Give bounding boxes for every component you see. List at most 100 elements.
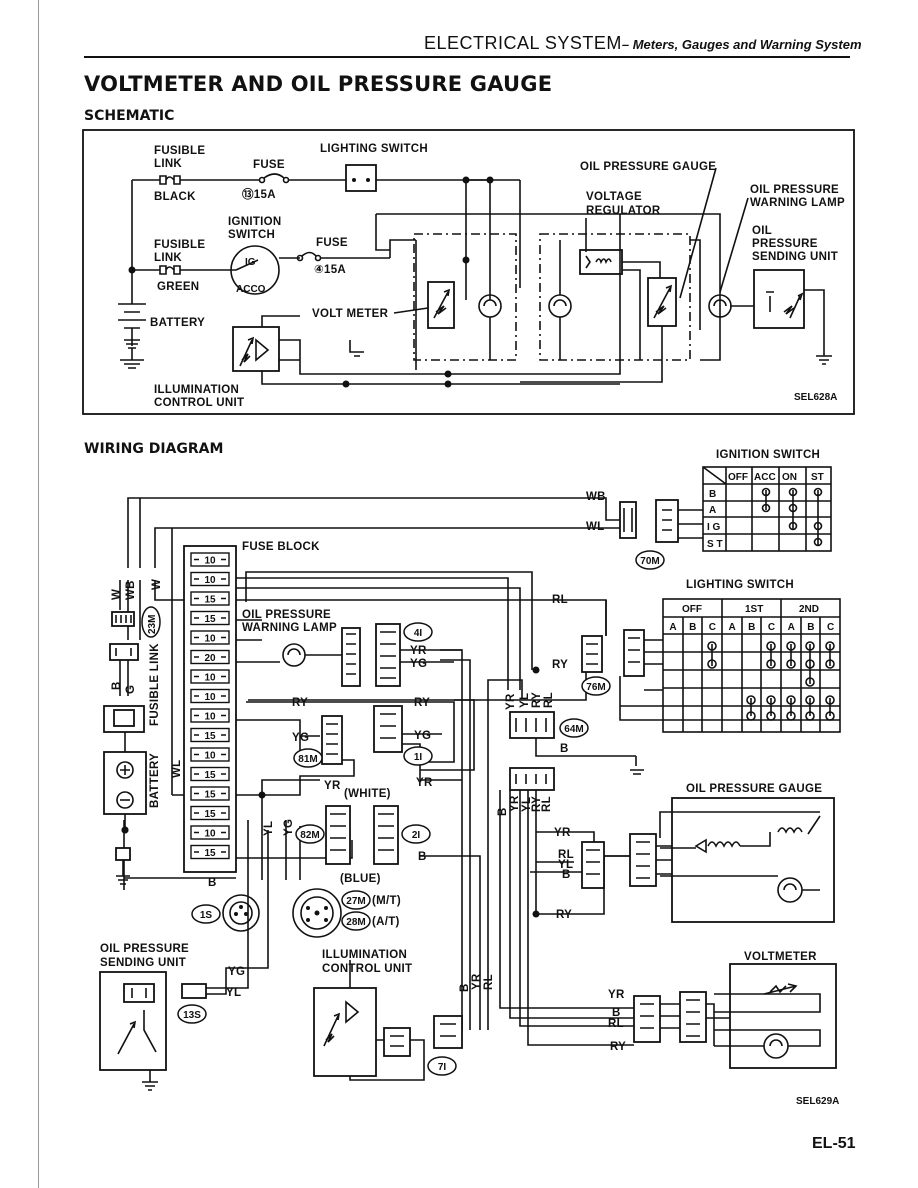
light-subcol: B: [807, 622, 814, 633]
wire-yr-lamp: YR: [410, 645, 427, 657]
connector-badge-23m: 23M: [141, 606, 161, 638]
ign-col-acc: ACC: [754, 472, 776, 483]
fuse-item: 10: [190, 669, 230, 684]
connector-id: 1I: [414, 752, 423, 763]
wire-yr-volt: YR: [608, 989, 625, 1001]
connector-id: 64M: [564, 724, 583, 735]
connector-badge-1s: 1S: [191, 904, 221, 924]
fuse-rating: 10: [204, 751, 216, 762]
connector-id: 70M: [640, 556, 659, 567]
lighting-switch-contacts: [707, 641, 835, 721]
connector-id: 4I: [414, 628, 423, 639]
sch-fuse-2-rating: ④15A: [314, 264, 346, 276]
fuse-rating: 10: [204, 575, 216, 586]
fuse-item: 10: [190, 630, 230, 645]
connector-badge-81m: 81M: [293, 748, 323, 768]
sch-battery: BATTERY: [150, 317, 205, 329]
connector-badge-70m: 70M: [635, 550, 665, 570]
wd-oil-sending-1: OIL PRESSURE: [100, 943, 189, 955]
fuse-rating: 20: [204, 653, 216, 664]
connector-id: 23M: [147, 615, 158, 634]
wd-voltmeter: VOLTMETER: [744, 951, 817, 963]
fuse-rating: 15: [204, 731, 216, 742]
sch-oil-sending-3: SENDING UNIT: [752, 251, 838, 263]
fuse-rating: 15: [204, 790, 216, 801]
wire-rl-illum: RL: [483, 974, 495, 990]
fuse-item: 10: [190, 747, 230, 762]
fuse-rating: 10: [204, 556, 216, 567]
fuse-item: 10: [190, 571, 230, 587]
wire-wl-vert: WL: [171, 760, 183, 778]
sch-fuse-1: FUSE: [253, 159, 285, 171]
sch-black: BLACK: [154, 191, 196, 203]
wire-yl-vert: YL: [263, 821, 275, 836]
wire-g-fl: G: [125, 685, 137, 694]
wd-oil-warning-1: OIL PRESSURE: [242, 609, 331, 621]
fuse-item: 15: [190, 805, 230, 821]
fuse-item: 15: [190, 591, 230, 606]
wire-ry-fuse: RY: [292, 697, 308, 709]
wiring-code: SEL629A: [796, 1096, 839, 1107]
connector-id: 81M: [298, 754, 317, 765]
fuse-rating: 15: [204, 614, 216, 625]
wd-fuse-block: FUSE BLOCK: [242, 541, 320, 553]
sch-oil-warning-2: WARNING LAMP: [750, 197, 845, 209]
light-group-off: OFF: [682, 604, 702, 615]
light-subcol: C: [827, 622, 834, 633]
fuse-item: 15: [190, 727, 230, 743]
wire-yg-81m: YG: [292, 732, 309, 744]
fuse-rating: 15: [204, 595, 216, 606]
fuse-item: 15: [190, 766, 230, 782]
connector-id: 28M: [346, 917, 365, 928]
header-section: ELECTRICAL SYSTEM: [424, 33, 622, 53]
wire-ry-gauge: RY: [556, 909, 572, 921]
wire-rl-volt: RL: [608, 1018, 624, 1030]
wire-ry-volt: RY: [610, 1041, 626, 1053]
sch-fusible-link-1b: LINK: [154, 158, 182, 170]
connector-id: 1S: [200, 910, 213, 921]
ign-row-ig: I G: [707, 522, 721, 533]
light-group-1st: 1ST: [745, 604, 763, 615]
fuse-item: 15: [190, 786, 230, 801]
wiring-heading: WIRING DIAGRAM: [84, 441, 224, 457]
light-switch-title: LIGHTING SWITCH: [686, 579, 794, 591]
connector-badge-71: 7I: [427, 1056, 457, 1076]
wire-yl-gauge: YL: [558, 859, 573, 871]
light-subcol: B: [689, 622, 696, 633]
wire-yr-vert: YR: [505, 693, 517, 710]
header-subtitle: – Meters, Gauges and Warning System: [621, 37, 862, 52]
ign-row-a: A: [709, 505, 716, 516]
wd-illumination-2: CONTROL UNIT: [322, 963, 412, 975]
connector-id: 13S: [183, 1010, 201, 1021]
page-header: ELECTRICAL SYSTEM– Meters, Gauges and Wa…: [424, 33, 862, 54]
binding-margin-line: [38, 0, 39, 1188]
wire-yr-illum: YR: [471, 973, 483, 990]
schematic-code: SEL628A: [794, 392, 837, 403]
fuse-rating: 10: [204, 829, 216, 840]
connector-badge-11: 1I: [403, 746, 433, 766]
wire-yl-vert2: YL: [519, 693, 531, 708]
fuse-item: 10: [190, 688, 230, 704]
wire-rl-vert2: RL: [541, 796, 553, 812]
wire-b-fl: B: [111, 681, 123, 690]
sch-illumination-2: CONTROL UNIT: [154, 397, 244, 409]
connector-badge-41: 4I: [403, 622, 433, 642]
wire-yr-1i: YR: [416, 777, 433, 789]
wire-ry-vert: RY: [531, 692, 543, 708]
sch-voltage-regulator-1: VOLTAGE: [586, 191, 642, 203]
sch-oil-sending-2: PRESSURE: [752, 238, 818, 250]
page-title: VOLTMETER AND OIL PRESSURE GAUGE: [84, 72, 553, 96]
fuse-rating: 10: [204, 692, 216, 703]
sch-fuse-2: FUSE: [316, 237, 348, 249]
connector-badge-13s: 13S: [177, 1004, 207, 1024]
wd-yl-sender: YL: [226, 987, 241, 999]
sch-ignition-switch-1: IGNITION: [228, 216, 282, 228]
connector-id: 2I: [412, 830, 421, 841]
connector-id: 76M: [586, 682, 605, 693]
ign-col-off: OFF: [728, 472, 748, 483]
wd-battery: BATTERY: [149, 753, 161, 808]
sch-illumination-1: ILLUMINATION: [154, 384, 239, 396]
schematic-heading: SCHEMATIC: [84, 108, 175, 124]
sch-green: GREEN: [157, 281, 199, 293]
wire-yg-vert: YG: [283, 819, 295, 836]
